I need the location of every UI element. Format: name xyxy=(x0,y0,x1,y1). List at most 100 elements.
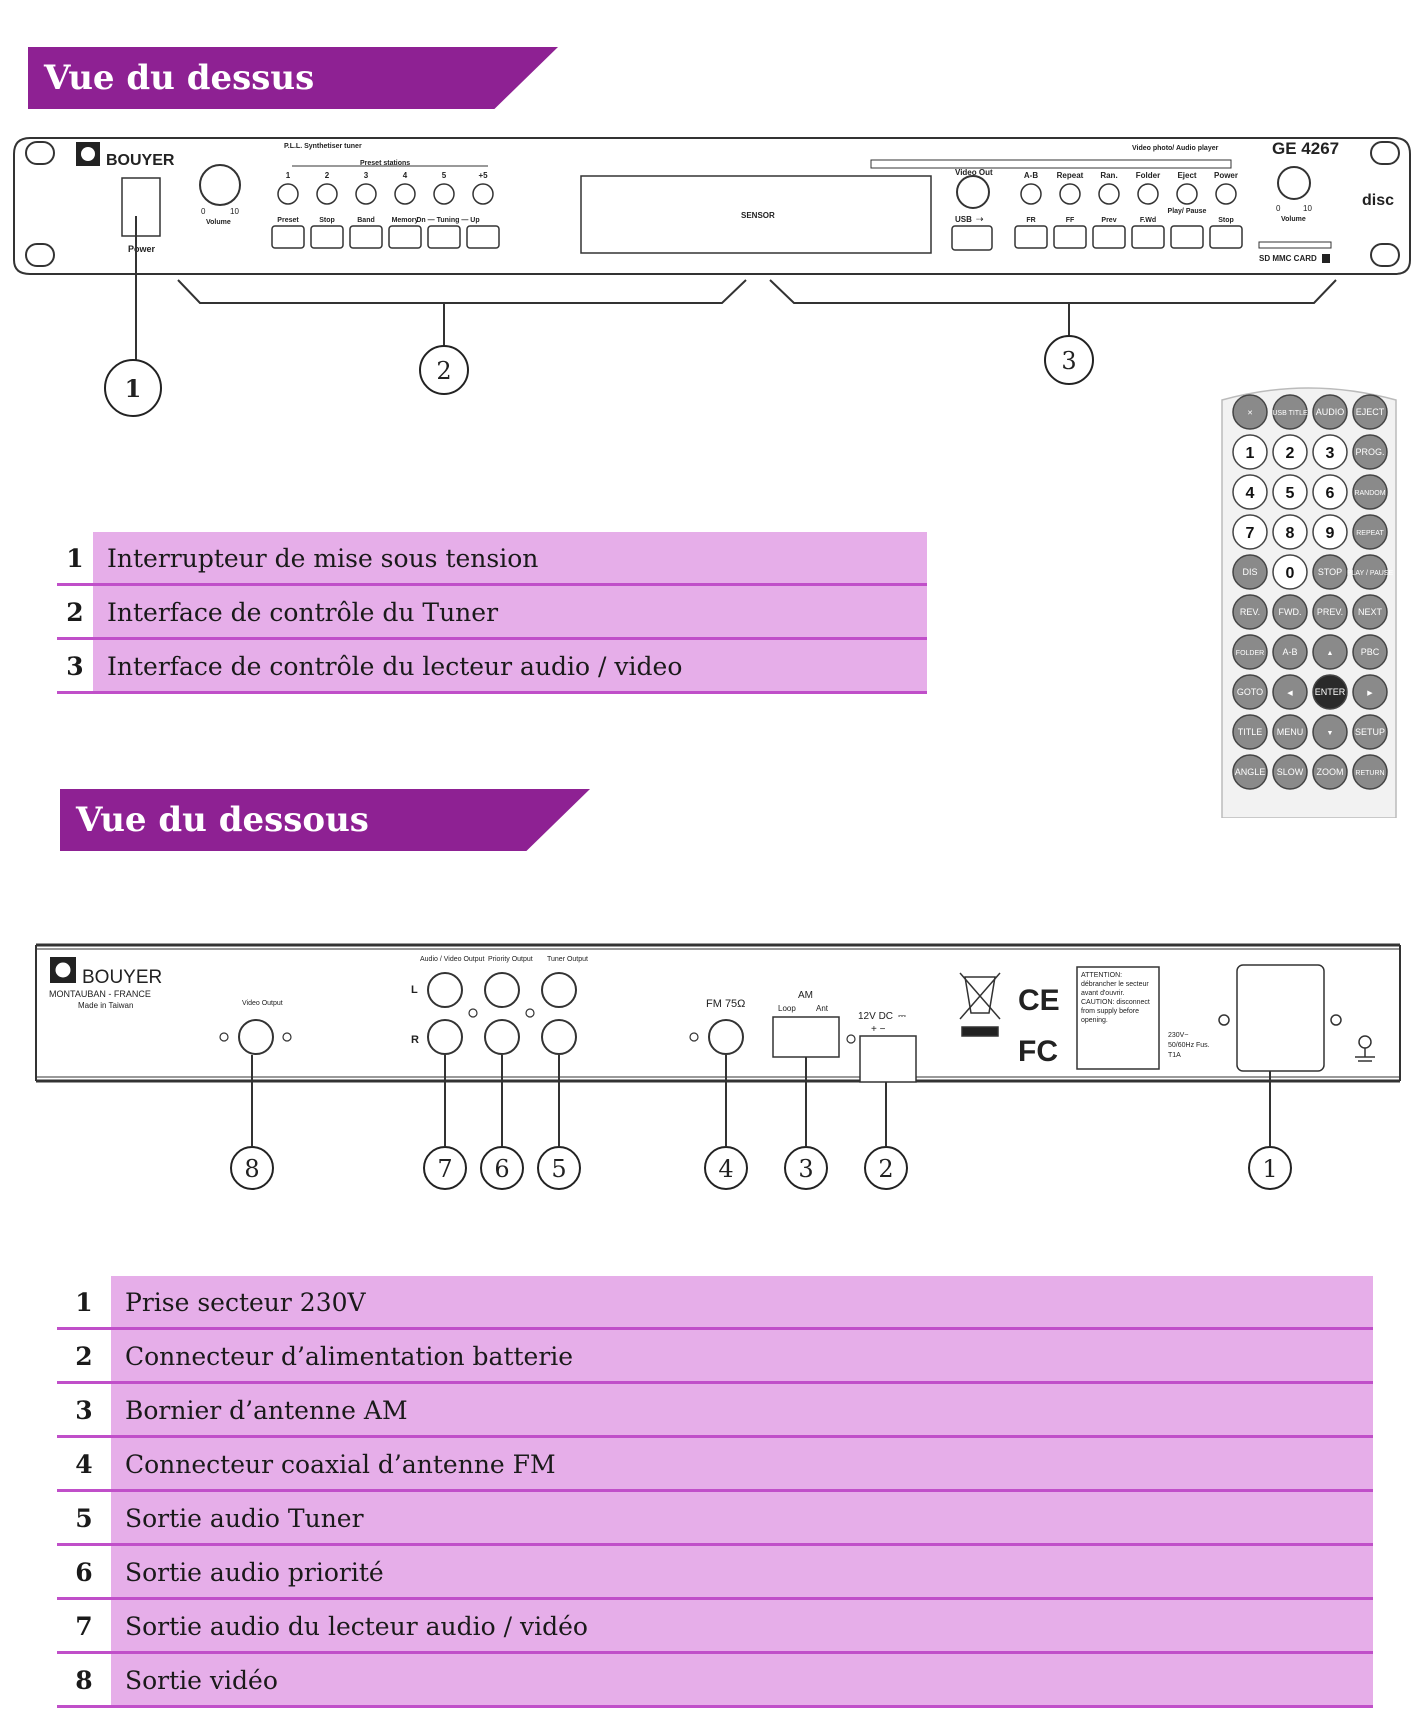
disc-logo: disc xyxy=(1362,192,1394,209)
am-antenna-terminal[interactable] xyxy=(772,1016,840,1058)
remote-key[interactable]: AUDIO xyxy=(1312,394,1348,430)
preset-button[interactable] xyxy=(472,183,494,205)
usb-label: USB xyxy=(955,215,972,224)
mains-socket[interactable] xyxy=(1236,964,1325,1072)
remote-key[interactable]: STOP xyxy=(1312,554,1348,590)
remote-key[interactable]: USB TITLE xyxy=(1272,394,1308,430)
tuner-function-button[interactable] xyxy=(349,225,383,249)
remote-key[interactable]: 5 xyxy=(1272,474,1308,510)
video-output-jack[interactable] xyxy=(238,1019,274,1055)
remote-key[interactable]: 4 xyxy=(1232,474,1268,510)
remote-key[interactable]: MENU xyxy=(1272,714,1308,750)
remote-key[interactable]: 3 xyxy=(1312,434,1348,470)
remote-key[interactable]: RETURN xyxy=(1352,754,1388,790)
remote-key[interactable]: EJECT xyxy=(1352,394,1388,430)
volume-knob-left[interactable] xyxy=(199,164,241,206)
player-function-button[interactable] xyxy=(1092,225,1126,249)
bouyer-logo-icon xyxy=(50,957,76,983)
down-arrow-icon[interactable]: ▼ xyxy=(1312,714,1348,750)
priority-output-label: Priority Output xyxy=(488,956,533,963)
remote-key-label: RANDOM xyxy=(1354,490,1385,497)
av-output-left-jack[interactable] xyxy=(427,972,463,1008)
remote-key[interactable]: 2 xyxy=(1272,434,1308,470)
remote-key[interactable]: ZOOM xyxy=(1312,754,1348,790)
svg-text:1: 1 xyxy=(1262,1155,1277,1183)
tuner-function-button[interactable] xyxy=(388,225,422,249)
left-arrow-icon[interactable]: ◀ xyxy=(1272,674,1308,710)
tuner-function-button[interactable] xyxy=(466,225,500,249)
remote-key[interactable]: TITLE xyxy=(1232,714,1268,750)
remote-key[interactable]: SLOW xyxy=(1272,754,1308,790)
preset-stations-label: Preset stations xyxy=(360,160,410,167)
usb-port[interactable] xyxy=(951,225,993,251)
av-output-right-jack[interactable] xyxy=(427,1019,463,1055)
svg-text:2: 2 xyxy=(878,1155,893,1183)
preset-button[interactable] xyxy=(277,183,299,205)
remote-key[interactable]: 6 xyxy=(1312,474,1348,510)
priority-output-right-jack[interactable] xyxy=(484,1019,520,1055)
remote-key[interactable]: PLAY / PAUSE xyxy=(1347,554,1394,590)
preset-button[interactable] xyxy=(355,183,377,205)
player-function-button[interactable] xyxy=(1170,225,1204,249)
remote-key[interactable]: PREV. xyxy=(1312,594,1348,630)
tuner-button-label: Band xyxy=(357,217,375,224)
remote-key[interactable]: ENTER xyxy=(1312,674,1348,710)
preset-button[interactable] xyxy=(316,183,338,205)
tuner-function-button[interactable] xyxy=(271,225,305,249)
remote-key[interactable]: SETUP xyxy=(1352,714,1388,750)
remote-key[interactable]: PBC xyxy=(1352,634,1388,670)
svg-text:7: 7 xyxy=(437,1155,452,1183)
priority-output-left-jack[interactable] xyxy=(484,972,520,1008)
remote-key[interactable]: 0 xyxy=(1272,554,1308,590)
player-round-button[interactable] xyxy=(1176,183,1198,205)
up-arrow-icon[interactable]: ▲ xyxy=(1312,634,1348,670)
preset-number: 5 xyxy=(442,171,447,180)
sd-card-slot[interactable] xyxy=(1258,241,1332,249)
remote-key[interactable]: 1 xyxy=(1232,434,1268,470)
power-switch[interactable] xyxy=(121,177,161,237)
remote-key[interactable]: NEXT xyxy=(1352,594,1388,630)
player-function-button[interactable] xyxy=(1209,225,1243,249)
video-out-jack[interactable] xyxy=(956,175,990,209)
remote-key[interactable]: A-B xyxy=(1272,634,1308,670)
disc-slot[interactable] xyxy=(870,159,1232,169)
remote-key[interactable]: GOTO xyxy=(1232,674,1268,710)
preset-number: +5 xyxy=(478,171,488,180)
player-round-button[interactable] xyxy=(1098,183,1120,205)
tuner-function-button[interactable] xyxy=(310,225,344,249)
player-round-button[interactable] xyxy=(1137,183,1159,205)
right-arrow-icon[interactable]: ▶ xyxy=(1352,674,1388,710)
fm-antenna-jack[interactable] xyxy=(708,1019,744,1055)
remote-key[interactable]: 7 xyxy=(1232,514,1268,550)
tuner-function-button[interactable] xyxy=(427,225,461,249)
dc-label: 12V DC xyxy=(858,1011,893,1022)
legend-row: 7 Sortie audio du lecteur audio / vidéo xyxy=(57,1600,1373,1654)
player-function-button[interactable] xyxy=(1053,225,1087,249)
remote-key[interactable]: 9 xyxy=(1312,514,1348,550)
dc-power-connector[interactable] xyxy=(859,1035,917,1083)
callout-lines xyxy=(251,1055,1271,1146)
tuner-output-right-jack[interactable] xyxy=(541,1019,577,1055)
remote-key[interactable]: FWD. xyxy=(1272,594,1308,630)
remote-key[interactable]: 8 xyxy=(1272,514,1308,550)
player-round-button[interactable] xyxy=(1059,183,1081,205)
remote-key[interactable]: FOLDER xyxy=(1232,634,1268,670)
remote-key[interactable]: ANGLE xyxy=(1232,754,1268,790)
player-round-button[interactable] xyxy=(1215,183,1237,205)
preset-button[interactable] xyxy=(433,183,455,205)
remote-key[interactable]: REV. xyxy=(1232,594,1268,630)
volume-knob-right[interactable] xyxy=(1277,166,1311,200)
mute-icon[interactable]: ✕ xyxy=(1232,394,1268,430)
tuner-output-left-jack[interactable] xyxy=(541,972,577,1008)
remote-key[interactable]: REPEAT xyxy=(1352,514,1388,550)
remote-key[interactable]: RANDOM xyxy=(1352,474,1388,510)
video-output-label: Video Output xyxy=(242,1000,283,1007)
rear-callout-1: 1 xyxy=(1248,1146,1292,1190)
player-round-button[interactable] xyxy=(1020,183,1042,205)
player-function-button[interactable] xyxy=(1014,225,1048,249)
player-function-button[interactable] xyxy=(1131,225,1165,249)
remote-key[interactable]: PROG. xyxy=(1352,434,1388,470)
preset-button[interactable] xyxy=(394,183,416,205)
remote-key[interactable]: DIS xyxy=(1232,554,1268,590)
rear-origin: MONTAUBAN - FRANCE xyxy=(49,989,151,999)
